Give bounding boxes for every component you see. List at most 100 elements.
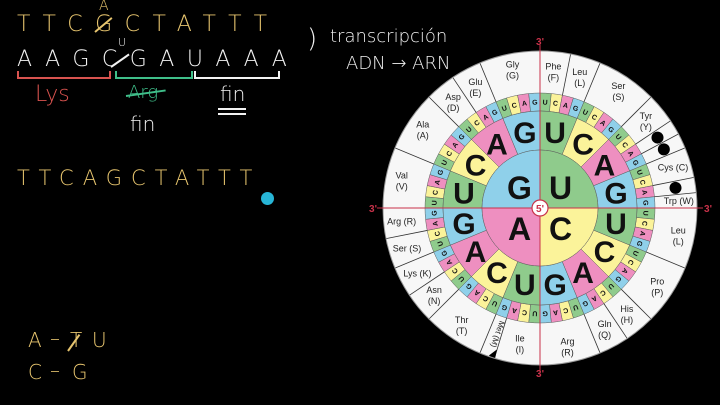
amino-acid-code: (F) [548,73,560,83]
third-base-letter: U [631,249,639,257]
third-base-letter: G [465,281,474,290]
third-base-letter: G [441,248,450,256]
amino-acid-label: Leu(L) [671,226,686,247]
third-base-letter: G [542,309,548,316]
amino-acid-divider [621,289,652,320]
start-arrow-icon [488,349,497,360]
second-base-letter: G [543,269,566,302]
third-base-letter: G [572,105,580,114]
bracket-codon-2 [115,71,193,79]
second-base-letter: U [544,117,566,150]
third-base-letter: U [501,105,508,113]
five-prime-label: 5' [536,204,544,215]
amino-acid-label: Val(V) [396,170,408,191]
pair2-left: C [28,360,42,384]
amino-acid-divider [646,251,686,269]
first-base-cell [481,149,541,209]
amino-acid-divider [479,62,497,102]
amino-acid-code: (L) [574,78,585,88]
amino-acid-divider [394,251,434,269]
amino-acid-divider [452,77,477,113]
amino-acid-code: (Q) [598,330,611,340]
first-base-letter: A [508,211,531,247]
amino-acid-code: (T) [456,326,468,336]
third-base-letter: C [522,308,528,316]
third-base-letter: G [634,240,643,248]
amino-acid-code: (G) [506,71,519,81]
amino-acid-divider [635,120,671,145]
amino-acid-name: Cys (C) [658,163,689,173]
third-base-letter: U [432,200,439,205]
amino-acid-label: Ser(S) [611,81,625,102]
transcription-formula: ADN → ARN [346,53,451,74]
second-base-letter: A [594,150,616,183]
amino-acid-code: (P) [651,287,663,297]
third-base-letter: C [562,306,569,314]
third-base-letter: C [626,258,635,266]
three-prime-label-top: 3' [536,37,544,48]
amino-acid-divider [385,230,428,240]
third-base-letter: C [451,266,460,274]
third-base-letter: A [482,114,490,123]
third-base-letter: U [542,100,547,107]
stop-codon-dot-icon [669,181,682,194]
pair1-dash: – [50,326,60,350]
amino-acid-divider [621,96,652,127]
third-base-letter: A [522,100,528,108]
third-base-letter: A [451,141,460,149]
third-base-letter: U [532,309,537,316]
amino-acid-code: (N) [428,296,441,306]
third-base-letter: G [437,168,446,176]
third-base-letter: A [598,119,606,128]
third-base-letter: C [638,179,646,186]
amino-acid-divider [394,147,434,165]
pair1-left: A [28,328,42,352]
second-base-letter: C [486,257,508,290]
amino-acid-code: (S) [612,92,624,102]
codon-2-label-new: fin [130,112,156,136]
second-base-letter: U [605,208,627,241]
amino-acid-name: Pro [650,276,664,286]
second-base-letter: U [453,178,475,211]
third-base-letter: G [431,210,438,216]
amino-acid-divider [428,289,459,320]
third-base-letter: G [458,133,467,142]
codon-3-label: fin [220,82,246,106]
third-base-letter: G [606,126,615,135]
third-base-letter: A [626,150,635,158]
second-base-letter: U [514,269,536,302]
third-base-letter: U [441,159,449,167]
third-base-letter: A [562,102,569,110]
third-base-letter: C [511,102,518,110]
third-base-letter: U [613,133,622,141]
amino-acid-label: Arg (R) [387,217,416,227]
third-base-letter: C [432,190,440,196]
third-base-letter: G [532,99,538,106]
amino-acid-divider [583,314,601,354]
second-base-letter: G [452,208,475,241]
amino-acid-label: Gly(G) [506,60,520,81]
amino-acid-name: Arg [560,336,574,346]
amino-acid-name: Glu [468,77,482,87]
amino-acid-divider [562,53,572,96]
first-base-cell [539,207,599,267]
third-base-letter: G [613,274,622,283]
third-base-letter: C [446,150,455,158]
third-base-letter: G [491,109,499,118]
third-base-letter: U [641,210,648,215]
amino-acid-name: Val [396,170,408,180]
amino-acid-label: Arg(R) [560,336,574,357]
third-base-letter: A [434,179,442,186]
amino-acid-label: Lys (K) [403,269,431,279]
pen-cursor [261,192,274,205]
amino-acid-label: Trp (W) [664,196,694,206]
dna-sequence-top: TTCGCTATTT [17,12,280,37]
amino-acid-name: Arg (R) [387,217,416,227]
amino-acid-name: Tyr [640,111,653,121]
three-prime-label-bottom: 3' [536,369,544,380]
amino-acid-code: (D) [447,103,460,113]
third-base-letter: A [432,220,440,226]
amino-acid-divider [479,314,497,354]
first-base-cell [481,207,541,267]
